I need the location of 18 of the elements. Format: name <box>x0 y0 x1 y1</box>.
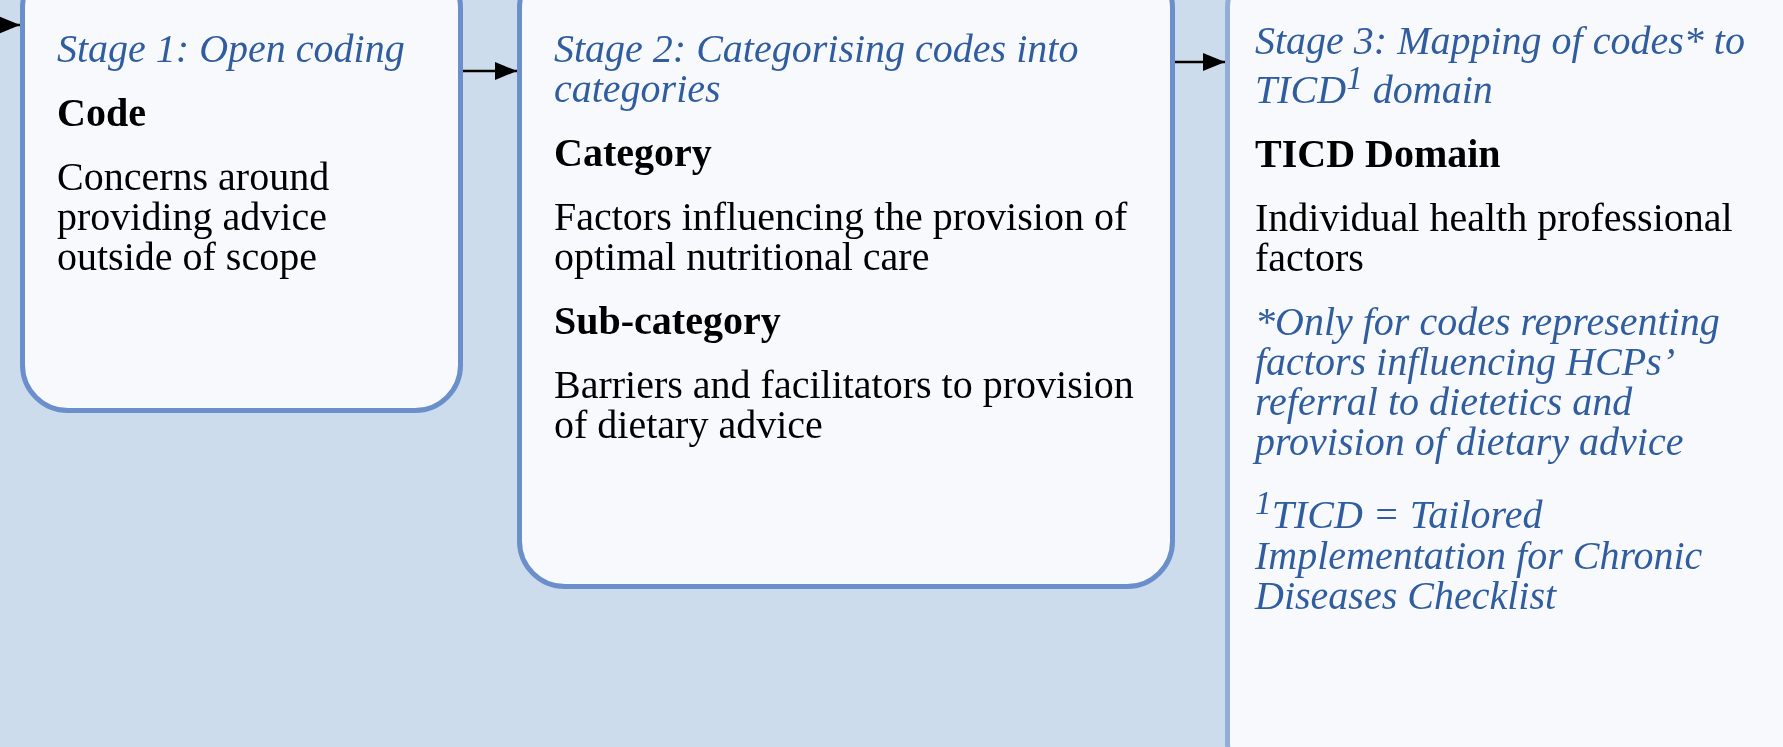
field-text: Concerns around providing advice outside of scope <box>57 157 331 277</box>
field-text: Individual health professional factors <box>1255 198 1734 279</box>
rounded-box <box>1225 0 1783 747</box>
arrow <box>1175 53 1225 71</box>
arrow <box>0 16 20 34</box>
arrow <box>463 62 517 80</box>
field-text: Barriers and facilitators to provision of dietary advice <box>554 365 1135 445</box>
footnote-text: $^{1}$TICD = Tailored Implementation for Chronic Diseases Checklist <box>1255 486 1704 616</box>
stage-title: Stage 1: Open coding <box>57 29 406 69</box>
stage-title: Stage 2: Categorising codes into categories <box>554 29 1080 109</box>
field-text: Factors influencing the provision of optimal nutritional care <box>554 197 1129 277</box>
field-heading: Code <box>57 93 147 133</box>
field-heading: Category <box>554 133 713 173</box>
rounded-box <box>20 0 463 413</box>
stage-title: Stage 3: Mapping of codes* to TICD$^{1}$ domain <box>1255 21 1746 111</box>
field-heading: TICD Domain <box>1255 134 1502 175</box>
field-heading: Sub-category <box>554 301 782 341</box>
rounded-box <box>517 0 1175 589</box>
